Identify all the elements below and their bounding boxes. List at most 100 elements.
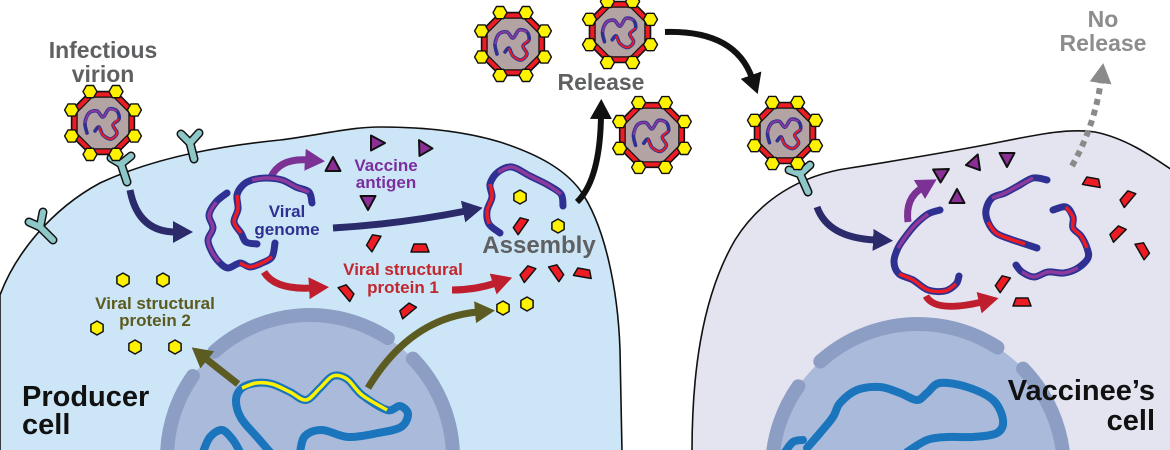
virion-genome (600, 16, 638, 50)
release-label: Release (558, 69, 645, 95)
capsid-protein-hexagon (63, 129, 80, 143)
structural-protein-2-hexagon (168, 339, 182, 355)
virion-genome (631, 118, 671, 154)
antigen-expression-arrow-vaccinee (904, 179, 937, 223)
released-virion-3 (612, 95, 692, 175)
capsid-protein-hexagon (746, 113, 763, 128)
virion-genome (493, 27, 532, 62)
vaccine-antigen-triangle (370, 134, 386, 152)
structural-gene-segment (780, 128, 802, 150)
virion-genome (765, 117, 803, 151)
antigen-gene-segment (896, 212, 930, 249)
proteins (90, 134, 1151, 355)
structural-protein-2-label-line2: protein 2 (119, 311, 191, 330)
capsid-protein-hexagon (764, 156, 781, 171)
capsid-protein-hexagon (612, 114, 628, 129)
labels: Infectious virion Release Assembly No Re… (22, 6, 1155, 441)
capsid-protein-hexagon (536, 24, 553, 38)
capsid-protein-hexagon (624, 55, 641, 70)
structural-gene-segment (508, 39, 530, 61)
capsid-protein-hexagon (473, 24, 490, 38)
capsid-protein-hexagon (108, 147, 124, 162)
capsid-protein-hexagon (492, 5, 508, 20)
capsid-protein-hexagon (518, 5, 534, 20)
structural-protein-2-hexagon (156, 272, 170, 288)
capsid-protein-hexagon (657, 160, 674, 175)
nuclear-envelope-segment (1016, 361, 1070, 450)
structural-gene-segment (986, 220, 1026, 246)
antigen-gene-segment (632, 119, 667, 136)
capsid-protein-hexagon (642, 12, 659, 27)
entry-arrow-producer (126, 189, 193, 243)
vaccine-antigen-triangle (932, 168, 950, 184)
virions (63, 0, 824, 175)
structural-gene-segment (615, 27, 637, 49)
infectious-virion-label-line1: Infectious (49, 37, 158, 63)
vaccine-antigen-triangle (324, 156, 342, 172)
protein-1-expression-arrow-producer (261, 269, 329, 300)
structural-protein-2-hexagon (496, 300, 510, 316)
vaccine-antigen-triangle (964, 153, 981, 172)
capsid-protein-hexagon (746, 138, 763, 153)
antigen-gene-segment (251, 176, 310, 194)
capsid-protein-hexagon (676, 141, 692, 156)
capsid-protein-hexagon (492, 68, 508, 83)
structural-protein-2-hexagon (116, 272, 130, 288)
structural-protein-2-hexagon (513, 189, 527, 205)
structural-protein-2-hexagon (90, 320, 104, 336)
released-virion-2 (581, 0, 659, 70)
viral-genomes (204, 163, 1093, 296)
viral-genome-label-line2: genome (254, 220, 319, 239)
infectious-virion (63, 84, 143, 162)
release-arrow (574, 99, 612, 205)
vaccine-antigen-label-line1: Vaccine (354, 156, 417, 175)
capsid-protein-hexagon (642, 37, 659, 52)
protein-2-to-assembly-arrow (364, 301, 495, 390)
viral-genome-vaccinee-strand-3 (1012, 203, 1093, 281)
vaccinee-cell-label-line2: cell (1107, 405, 1155, 437)
antigen-gene-segment (601, 17, 634, 33)
structural-protein-1-fragment (1109, 225, 1127, 243)
structural-protein-1-fragment (994, 275, 1012, 294)
viral-genome-vaccinee-strand-2 (982, 174, 1051, 252)
genome-to-assembly-arrow (332, 200, 483, 232)
capsid-protein-hexagon (518, 68, 534, 83)
vector-gene-insert (241, 373, 388, 412)
capsid-protein-hexagon (807, 138, 824, 153)
structural-gene-segment (232, 194, 243, 235)
antigen-gene-segment (497, 165, 563, 196)
structural-protein-2-hexagon (128, 339, 142, 355)
producer-cell-label-line2: cell (22, 409, 70, 441)
structural-protein-1-fragment (365, 234, 382, 253)
nuclear-envelope-segment (813, 317, 1005, 369)
capsid-protein-hexagon (630, 160, 647, 175)
no-release-label-line2: Release (1060, 30, 1147, 56)
antigen-gene-segment (991, 176, 1034, 200)
capsid-protein-hexagon (126, 129, 143, 143)
vaccine-antigen-triangle (418, 139, 434, 157)
capsid-protein-hexagon (807, 113, 824, 128)
process-arrows (126, 28, 1112, 390)
receptor-body (26, 209, 56, 243)
structural-protein-1-label-line1: Viral structural (343, 260, 463, 279)
structural-gene-segment (98, 118, 120, 140)
protein-1-to-assembly-arrow (451, 273, 513, 295)
capsid-protein-hexagon (126, 103, 143, 117)
vaccine-antigen-triangle (998, 152, 1016, 168)
producer-nucleus (160, 308, 460, 450)
receptor-body (786, 162, 813, 195)
structural-gene-segment (485, 183, 494, 225)
viral-genome-producer-strand-b (230, 174, 316, 248)
structural-gene-segment (898, 272, 958, 294)
structural-protein-2-hexagon (551, 218, 565, 234)
no-release-arrow (1069, 63, 1112, 168)
structural-protein-1-fragment (1012, 297, 1032, 307)
nuclear-envelope-segment (405, 351, 460, 450)
capsid-protein-hexagon (612, 141, 628, 156)
nucleoplasm (773, 324, 1063, 450)
host-dna (803, 378, 1008, 450)
released-virion-1 (473, 5, 553, 83)
nuclear-envelope-segment (160, 368, 200, 450)
protein-2-expression-arrow (191, 347, 241, 387)
